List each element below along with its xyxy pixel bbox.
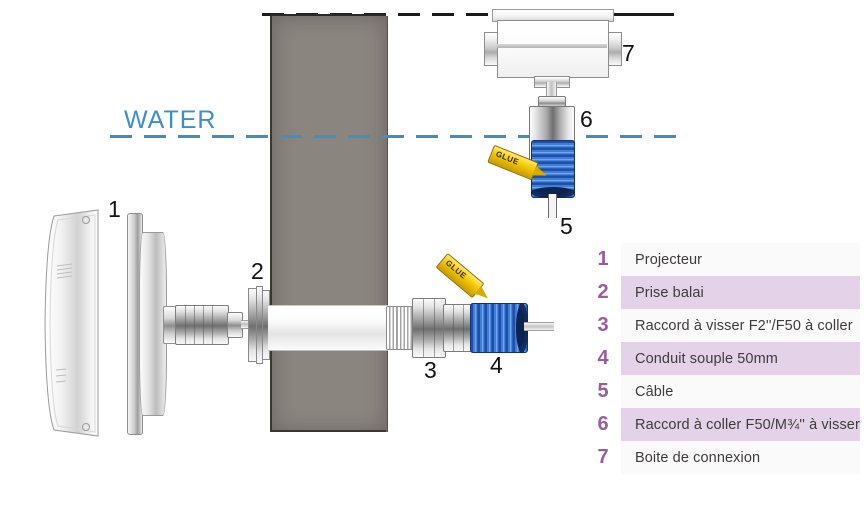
legend-row-1: 1 Projecteur <box>585 243 860 276</box>
raccord-visser-small <box>443 304 473 352</box>
legend-label-3: Raccord à visser F2''/F50 à coller <box>621 309 860 342</box>
glue-label-text: GLUE <box>443 258 469 281</box>
legend-row-4: 4 Conduit souple 50mm <box>585 342 860 375</box>
cable-riser <box>548 194 557 218</box>
wall-bottom-edge <box>270 430 386 432</box>
legend-table: 1 Projecteur 2 Prise balai 3 Raccord à v… <box>585 243 860 474</box>
legend-row-7: 7 Boite de connexion <box>585 441 860 474</box>
projector-rear-housing <box>175 305 229 345</box>
legend-row-3: 3 Raccord à visser F2''/F50 à coller <box>585 309 860 342</box>
glue-label-text-2: GLUE <box>494 149 521 167</box>
legend-number-1: 1 <box>597 248 609 270</box>
junction-box-body <box>497 20 609 78</box>
callout-1: 1 <box>108 196 121 222</box>
legend-number-3: 3 <box>597 314 609 336</box>
wall-top-edge <box>270 14 386 17</box>
callout-6: 6 <box>580 106 593 132</box>
raccord-coller-thread <box>546 82 557 98</box>
legend-row-5: 5 Câble <box>585 375 860 408</box>
legend-number-2: 2 <box>597 281 609 303</box>
callout-5: 5 <box>560 213 573 239</box>
projector-body <box>139 232 167 416</box>
raccord-visser-large <box>412 298 446 358</box>
water-level-line <box>110 135 686 138</box>
conduit-souple-vertical <box>531 140 575 198</box>
legend-label-6: Raccord à coller F50/M¾'' à visser <box>621 408 860 441</box>
water-label: WATER <box>124 106 217 134</box>
legend-number-5: 5 <box>597 380 609 402</box>
callout-3: 3 <box>424 357 437 383</box>
conduit-souple-horizontal <box>470 303 528 353</box>
conduit-cable-stub <box>524 322 554 331</box>
glue-tube-conduit: GLUE <box>435 252 492 303</box>
projector-faceplate <box>44 209 99 437</box>
ground-level-dashed-line <box>262 13 664 16</box>
glue-nozzle-icon <box>474 286 492 303</box>
callout-4: 4 <box>490 352 503 378</box>
pool-wall <box>270 16 388 432</box>
legend-label-5: Câble <box>621 375 860 408</box>
legend-label-7: Boite de connexion <box>621 441 860 474</box>
legend-number-4: 4 <box>597 347 609 369</box>
legend-row-6: 6 Raccord à coller F50/M¾'' à visser <box>585 408 860 441</box>
legend-label-1: Projecteur <box>621 243 860 276</box>
legend-number-6: 6 <box>597 413 609 435</box>
legend-number-7: 7 <box>597 446 609 468</box>
ground-level-dashed-line-right <box>618 13 684 16</box>
wall-conduit-pipe <box>268 305 388 351</box>
callout-7: 7 <box>622 40 635 66</box>
legend-label-4: Conduit souple 50mm <box>621 342 860 375</box>
callout-2: 2 <box>251 258 264 284</box>
junction-box-seam <box>497 44 607 48</box>
legend-row-2: 2 Prise balai <box>585 276 860 309</box>
legend-label-2: Prise balai <box>621 276 860 309</box>
